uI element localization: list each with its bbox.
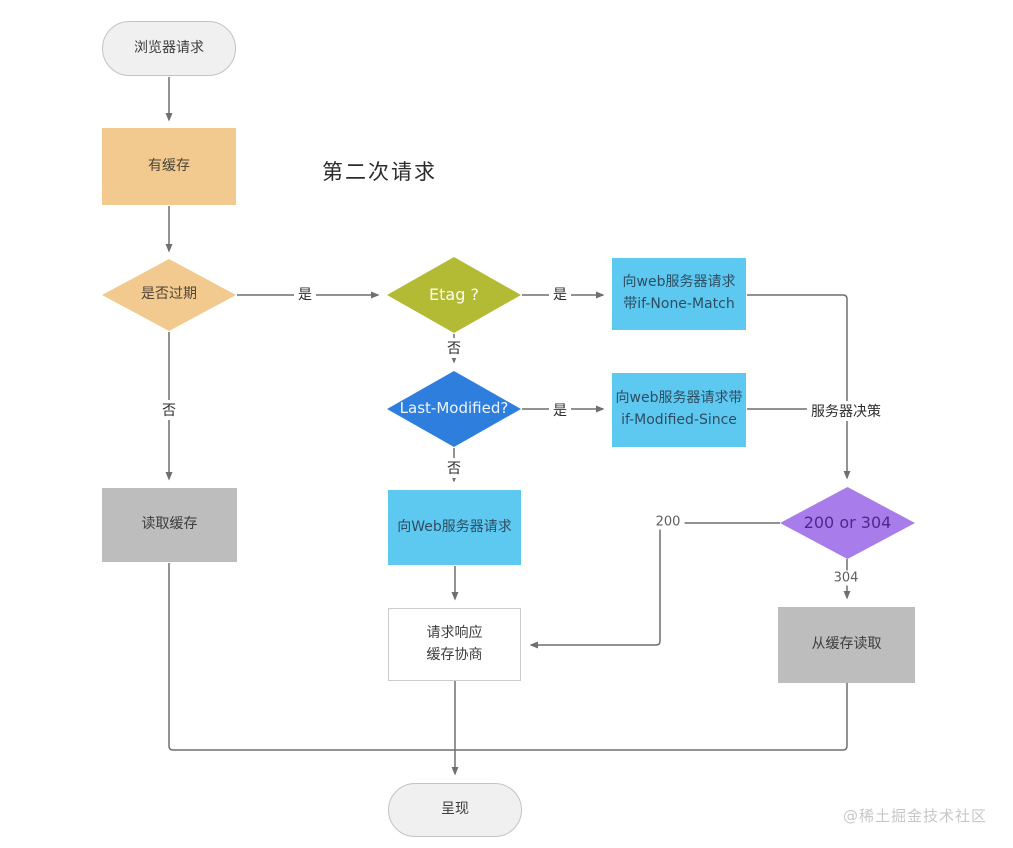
edge-readcache-to-merge bbox=[168, 563, 455, 751]
edge-label-etag-no: 否 bbox=[443, 338, 465, 358]
node-request-web-server-label: 向Web服务器请求 bbox=[397, 518, 512, 535]
node-render: 呈现 bbox=[388, 783, 522, 837]
node-request-if-none-match: 向web服务器请求 带if-None-Match bbox=[612, 258, 746, 330]
node-etag-label: Etag ? bbox=[429, 284, 479, 304]
diagram-title: 第二次请求 bbox=[322, 160, 437, 184]
edge-nonematch-to-decision bbox=[747, 294, 851, 480]
node-read-cache: 读取缓存 bbox=[102, 488, 237, 562]
edge-readfromcache-to-merge bbox=[455, 683, 848, 751]
node-response-negotiation-line1: 请求响应 bbox=[426, 624, 483, 641]
node-status-200-or-304-label: 200 or 304 bbox=[803, 512, 892, 532]
node-read-cache-label: 读取缓存 bbox=[141, 516, 198, 533]
node-request-if-modified-since-line2: if-Modified-Since bbox=[621, 412, 737, 428]
node-has-cache: 有缓存 bbox=[102, 128, 236, 205]
node-read-from-cache-label: 从缓存读取 bbox=[811, 636, 882, 653]
node-has-cache-label: 有缓存 bbox=[148, 157, 190, 174]
node-browser-request: 浏览器请求 bbox=[102, 21, 236, 76]
node-request-if-none-match-line1: 向web服务器请求 bbox=[622, 274, 736, 291]
node-request-if-modified-since: 向web服务器请求带 if-Modified-Since bbox=[612, 373, 746, 447]
node-render-label: 呈现 bbox=[441, 801, 469, 818]
node-request-web-server: 向Web服务器请求 bbox=[388, 490, 521, 565]
edge-label-code-200: 200 bbox=[651, 514, 685, 530]
node-is-expired-label: 是否过期 bbox=[141, 286, 197, 303]
node-response-negotiation-line2: 缓存协商 bbox=[426, 646, 483, 663]
edge-200-to-negotiation bbox=[529, 522, 780, 649]
edge-label-server-decision: 服务器决策 bbox=[807, 401, 885, 421]
edge-label-code-304: 304 bbox=[829, 570, 863, 586]
edge-label-etag-yes: 是 bbox=[549, 284, 571, 304]
edge-label-expired-no: 否 bbox=[158, 400, 180, 420]
node-response-negotiation: 请求响应 缓存协商 bbox=[388, 608, 521, 681]
watermark: @稀土掘金技术社区 bbox=[842, 807, 987, 825]
edge-label-last-modified-no: 否 bbox=[443, 458, 465, 478]
node-last-modified-label: Last-Modified? bbox=[399, 399, 509, 418]
edge-label-expired-yes: 是 bbox=[294, 284, 316, 304]
node-read-from-cache: 从缓存读取 bbox=[778, 607, 915, 683]
edge-label-last-modified-yes: 是 bbox=[549, 400, 571, 420]
node-request-if-modified-since-line1: 向web服务器请求带 bbox=[615, 390, 743, 407]
node-request-if-none-match-line2: 带if-None-Match bbox=[623, 296, 735, 312]
node-browser-request-label: 浏览器请求 bbox=[134, 39, 204, 56]
